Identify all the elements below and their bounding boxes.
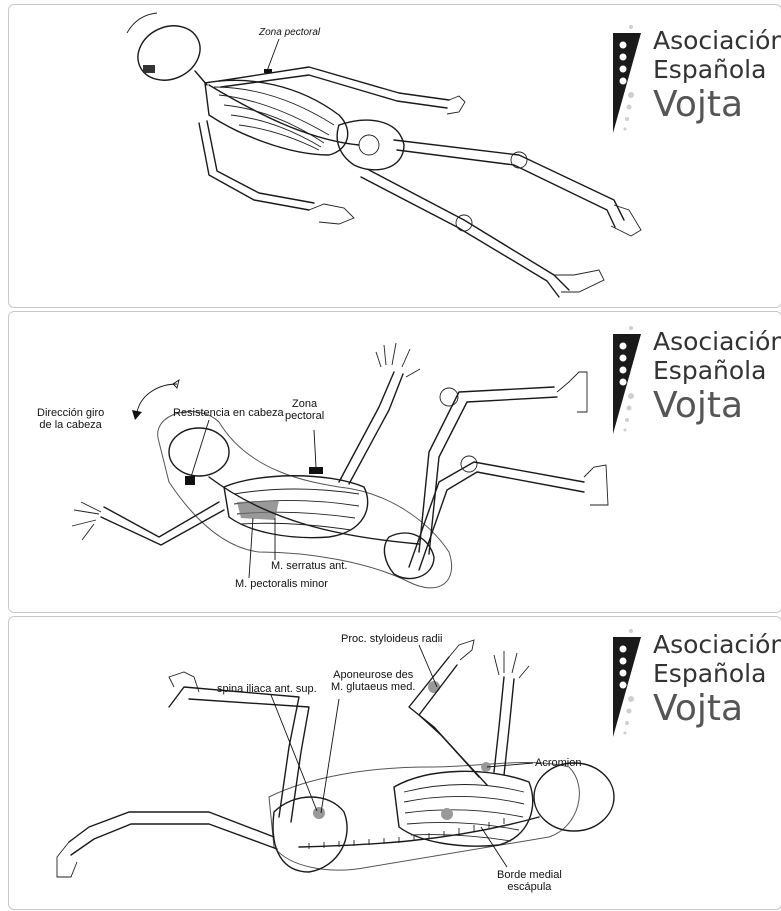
logo-line-2: Española (653, 661, 766, 686)
label-resistencia-cabeza: Resistencia en cabeza (173, 407, 284, 419)
logo-line-2: Española (653, 358, 766, 383)
label-zona-pectoral-2: Zona pectoral (285, 398, 324, 422)
logo-mark-icon (611, 324, 651, 444)
label-spina-iliaca: spina iliaca ant. sup. (217, 683, 317, 695)
logo-mark-icon (611, 627, 651, 747)
logo-line-1: Asociación (653, 28, 781, 53)
label-proc-styloideus: Proc. styloideus radii (341, 633, 443, 645)
label-borde-medial: Borde medial escápula (497, 869, 562, 893)
logo-line-3: Vojta (653, 87, 743, 123)
panel-3-side-skeleton: Proc. styloideus radii Aponeurose des M.… (8, 616, 781, 910)
logo-line-1: Asociación (653, 632, 781, 657)
label-pectoralis-minor: M. pectoralis minor (235, 578, 328, 590)
label-zona-pectoral: Zona pectoral (259, 27, 320, 38)
label-serratus: M. serratus ant. (271, 560, 347, 572)
logo-line-3: Vojta (653, 691, 743, 727)
logo-asociacion-espanola-vojta: Asociación Española Vojta (611, 23, 781, 143)
logo-line-2: Española (653, 57, 766, 82)
panel-2-rotated-skeleton: Dirección giro de la cabeza Resistencia … (8, 311, 781, 613)
label-aponeurose: Aponeurose des M. glutaeus med. (331, 669, 415, 693)
panel-1-supine-skeleton: Zona pectoral Asociación Española Vojta (8, 4, 781, 308)
logo-asociacion-espanola-vojta: Asociación Española Vojta (611, 324, 781, 444)
label-direccion-giro: Dirección giro de la cabeza (37, 407, 104, 431)
logo-line-1: Asociación (653, 329, 781, 354)
logo-mark-icon (611, 23, 651, 143)
logo-asociacion-espanola-vojta: Asociación Española Vojta (611, 627, 781, 747)
label-acromion: Acromion (535, 757, 581, 769)
logo-line-3: Vojta (653, 388, 743, 424)
